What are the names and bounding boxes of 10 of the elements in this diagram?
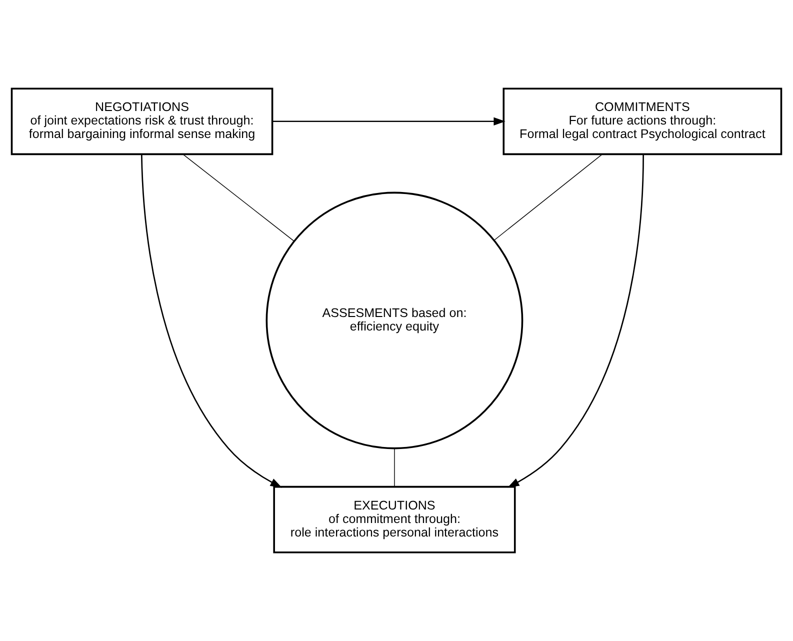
node-box: NEGOTIATIONS of joint expectations risk & trust through: formal bargaining informal sense making xyxy=(10,88,274,156)
connector xyxy=(182,154,295,242)
node-box: COMMITMENTS For future actions through: Formal legal contract Psychological contract xyxy=(502,88,782,156)
arrow xyxy=(508,154,644,488)
arrow xyxy=(140,154,282,488)
arrow xyxy=(272,117,506,126)
node-box: EXECUTIONS of commitment through: role interactions personal interactions xyxy=(273,486,516,554)
node-circle: ASSESMENTS based on: efficiency equity xyxy=(266,192,524,450)
connector xyxy=(394,448,395,488)
connector xyxy=(494,154,603,241)
